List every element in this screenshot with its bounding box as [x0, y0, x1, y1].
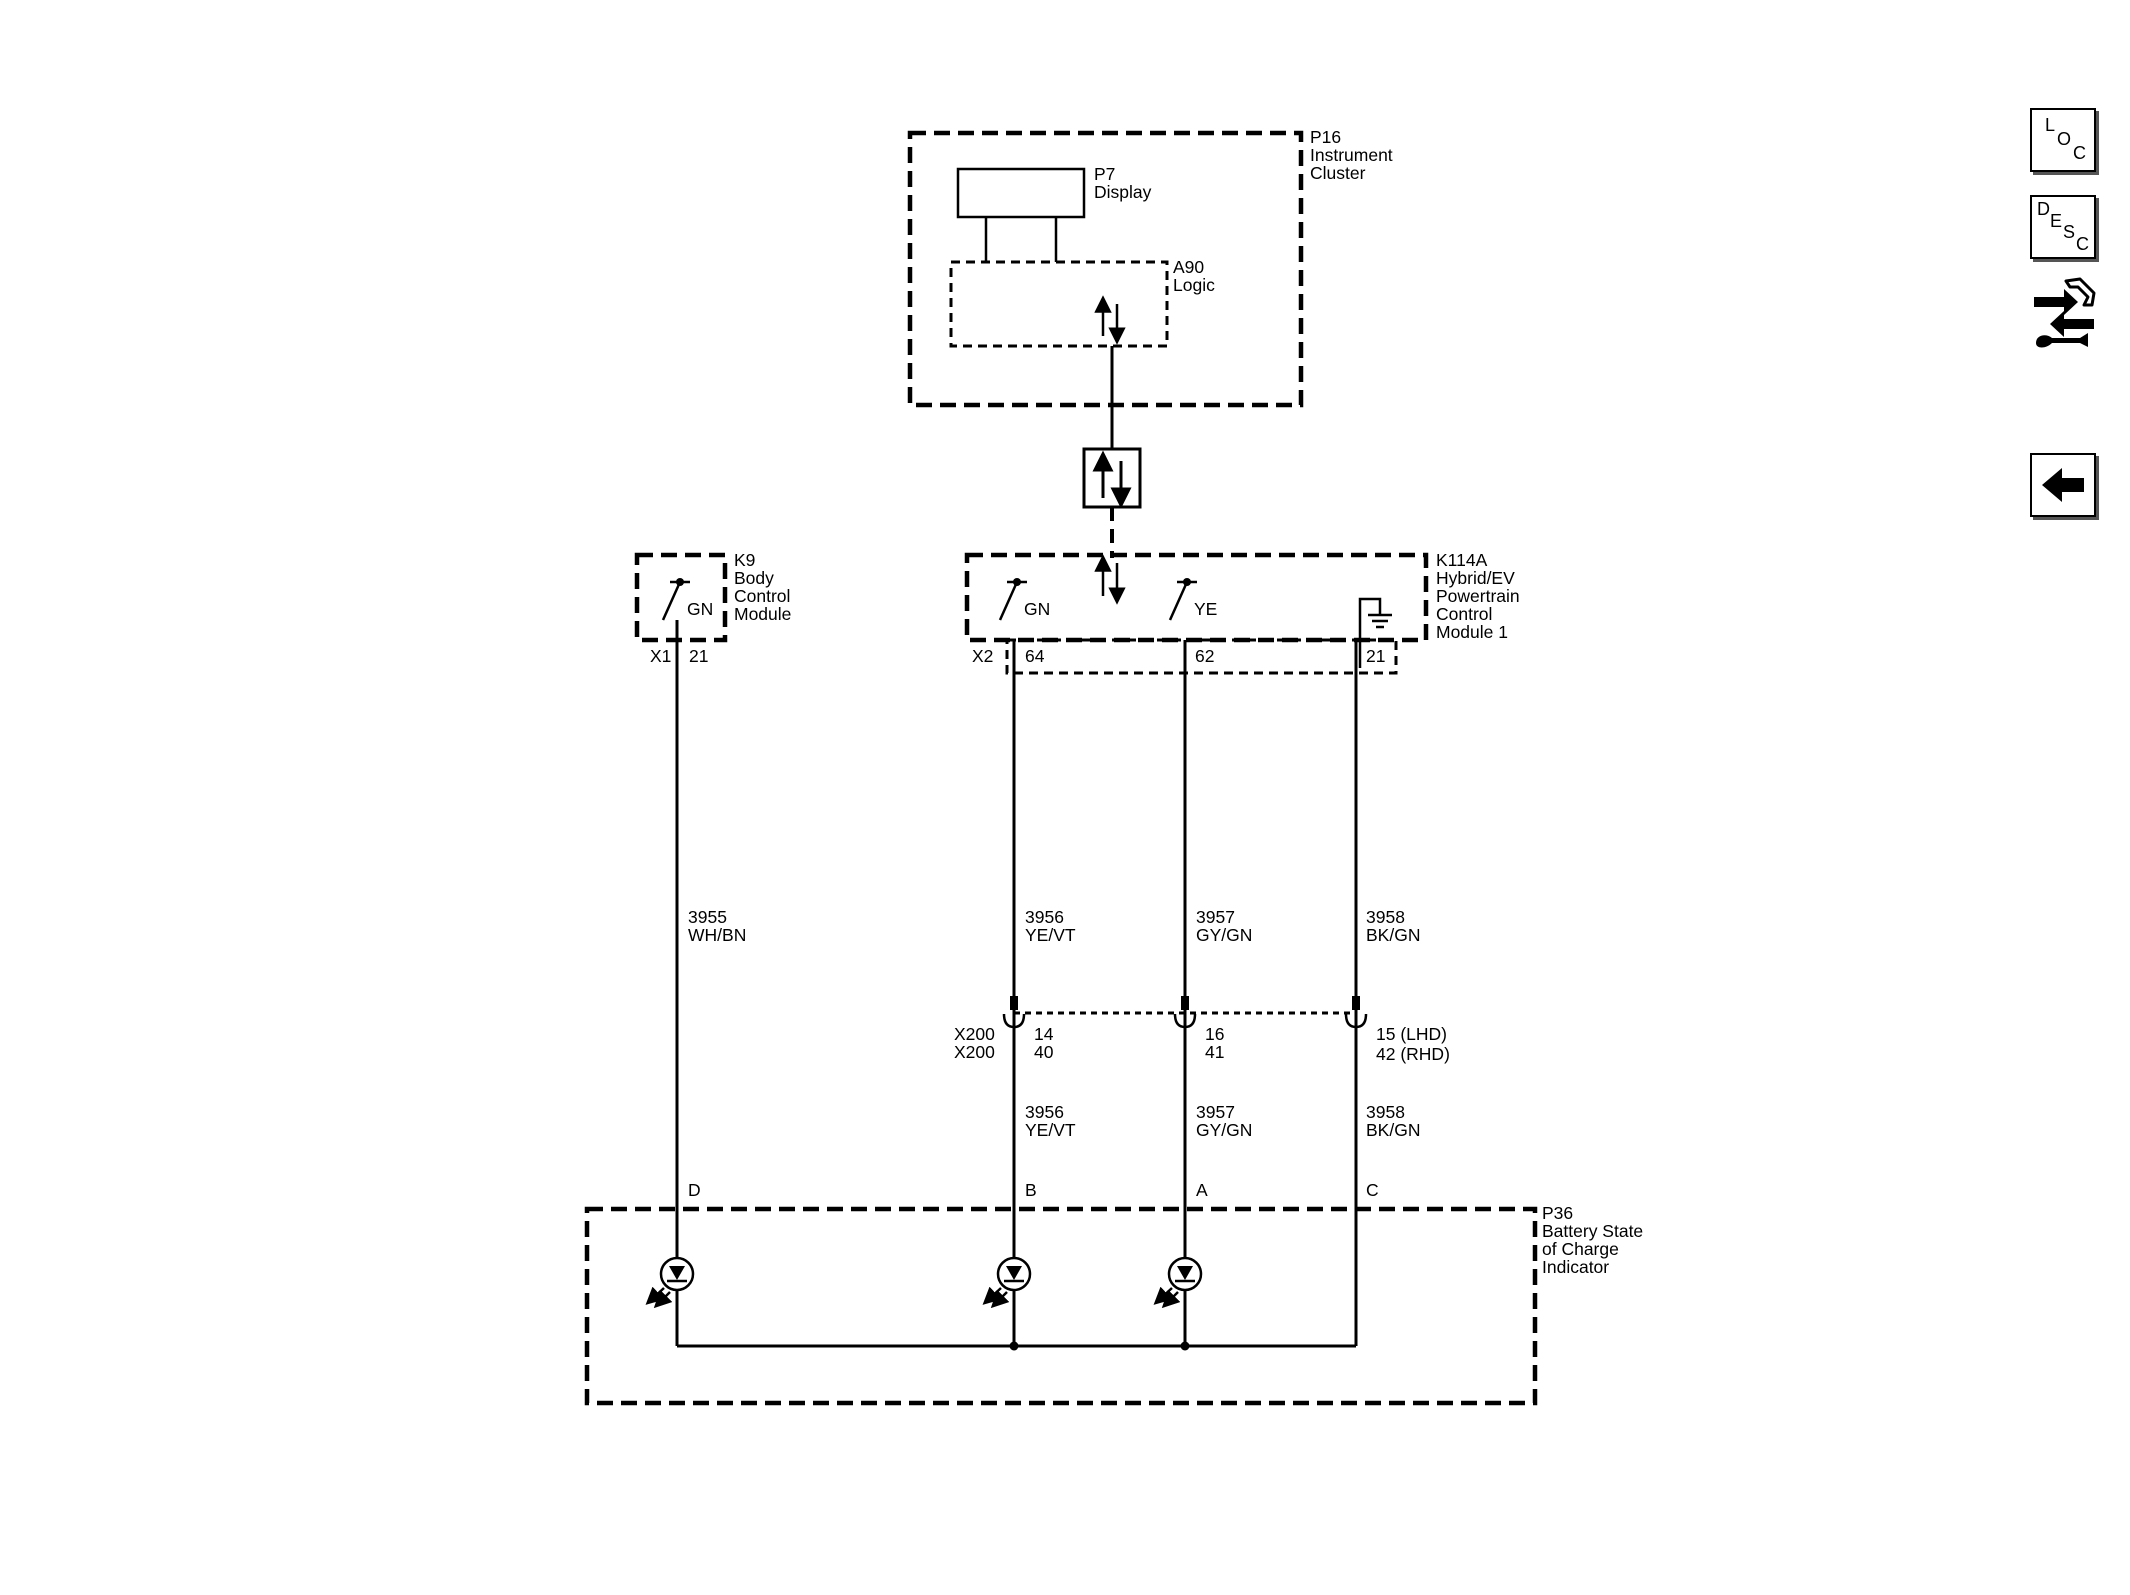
desc-button[interactable]: D E S C — [2030, 195, 2096, 259]
circuit-color: BK/GN — [1366, 1120, 1420, 1140]
back-arrow-icon — [2042, 468, 2084, 502]
circuit-color: YE/VT — [1025, 1120, 1076, 1140]
a90-label-line: Logic — [1173, 275, 1215, 295]
p36-pin-label: C — [1366, 1180, 1379, 1200]
circuit-number: 3956 — [1025, 907, 1064, 927]
p36-label-line: Battery State — [1542, 1221, 1643, 1241]
x200-pin-label: 15 (LHD) — [1376, 1024, 1447, 1044]
p7-display-box — [956, 167, 1086, 219]
loc-button-letter: L — [2045, 115, 2056, 135]
circuit-number: 3956 — [1025, 1102, 1064, 1122]
x200-pin-label: 16 — [1205, 1024, 1224, 1044]
circuit-color: YE/VT — [1025, 925, 1076, 945]
swap-arrows-wrench-icon — [2034, 277, 2096, 348]
x200-pin-symbol — [1344, 996, 1368, 1029]
desc-button-letter: S — [2063, 222, 2076, 242]
serial-data-arrows-icon — [1092, 450, 1132, 509]
k114a-connector-label: X2 — [972, 646, 993, 666]
x200-pin-label: 40 — [1034, 1042, 1054, 1062]
circuit-number: 3957 — [1196, 907, 1235, 927]
k114a-x2-connector-box — [1005, 638, 1398, 675]
circuit-color: WH/BN — [688, 925, 746, 945]
x200-pin-symbol — [1002, 996, 1026, 1029]
k114a-switch-gn-symbol: GN — [998, 578, 1050, 621]
x200-pin-symbol — [1173, 996, 1197, 1029]
k114a-pin-label: 21 — [1366, 646, 1385, 666]
k9-label-line: Control — [734, 586, 790, 606]
p36-pin-label: D — [688, 1180, 701, 1200]
k114a-switch-gn-label: GN — [1024, 599, 1050, 619]
desc-button-letter: E — [2050, 211, 2063, 231]
k9-label: K9 Body Control Module — [734, 550, 791, 624]
p16-label-line: Instrument — [1310, 145, 1393, 165]
serial-data-symbol-box — [1082, 447, 1142, 509]
led-icon — [645, 1256, 695, 1309]
circuit-number: 3958 — [1366, 907, 1405, 927]
a90-label-line: A90 — [1173, 257, 1204, 277]
splice-dot — [1180, 1341, 1190, 1351]
serial-data-arrows-icon — [1094, 554, 1126, 605]
k114a-label-line: Powertrain — [1436, 586, 1520, 606]
k114a-pin-label: 64 — [1025, 646, 1045, 666]
back-button[interactable] — [2030, 453, 2096, 517]
p16-label-line: P16 — [1310, 127, 1341, 147]
x200-pin-label: 42 (RHD) — [1376, 1044, 1450, 1064]
p36-label-line: Indicator — [1542, 1257, 1609, 1277]
k114a-switch-ye-symbol: YE — [1168, 578, 1217, 621]
k114a-pin-label: 62 — [1195, 646, 1214, 666]
circuit-number: 3957 — [1196, 1102, 1235, 1122]
k9-label-line: K9 — [734, 550, 755, 570]
loc-button-letter: C — [2073, 143, 2086, 163]
x200-connector-label: X200 — [954, 1024, 995, 1044]
p36-pin-label: B — [1025, 1180, 1037, 1200]
loc-button-letter: O — [2057, 129, 2072, 149]
circuit-color: BK/GN — [1366, 925, 1420, 945]
k9-switch-symbol: GN — [661, 578, 713, 621]
a90-logic-box — [949, 260, 1169, 348]
a90-label: A90 Logic — [1173, 257, 1215, 295]
desc-button-letter: D — [2037, 199, 2050, 219]
x200-pin-label: 14 — [1034, 1024, 1054, 1044]
x200-pin-label: 41 — [1205, 1042, 1224, 1062]
k114a-label-line: Module 1 — [1436, 622, 1508, 642]
desc-button-letter: C — [2076, 234, 2089, 254]
led-icon — [1153, 1256, 1203, 1309]
p16-instrument-cluster-box — [907, 130, 1304, 408]
splice-dot — [1009, 1341, 1019, 1351]
k9-connector-label: X1 — [650, 646, 671, 666]
k114a-label-line: Hybrid/EV — [1436, 568, 1515, 588]
p7-label-line: Display — [1094, 182, 1152, 202]
p36-label: P36 Battery State of Charge Indicator — [1542, 1203, 1643, 1277]
k9-pin-label: 21 — [689, 646, 708, 666]
p36-pin-label: A — [1196, 1180, 1208, 1200]
ground-icon — [1358, 597, 1392, 668]
k114a-label: K114A Hybrid/EV Powertrain Control Modul… — [1436, 550, 1520, 642]
k9-label-line: Body — [734, 568, 774, 588]
p36-label-line: P36 — [1542, 1203, 1573, 1223]
p7-label: P7 Display — [1094, 164, 1152, 202]
k9-switch-label: GN — [687, 599, 713, 619]
p16-label-line: Cluster — [1310, 163, 1366, 183]
circuit-number: 3958 — [1366, 1102, 1405, 1122]
p36-battery-indicator-box — [584, 1206, 1538, 1406]
circuit-color: GY/GN — [1196, 1120, 1252, 1140]
k9-body-control-module-box — [634, 552, 728, 643]
loc-button[interactable]: L O C — [2030, 108, 2096, 172]
swap-arrows-wrench-button[interactable] — [2030, 275, 2098, 351]
led-icon — [982, 1256, 1032, 1309]
p16-label: P16 Instrument Cluster — [1310, 127, 1393, 183]
circuit-color: GY/GN — [1196, 925, 1252, 945]
k114a-module-box — [964, 552, 1429, 643]
k114a-label-line: K114A — [1436, 550, 1488, 570]
k114a-label-line: Control — [1436, 604, 1492, 624]
k9-label-line: Module — [734, 604, 791, 624]
p7-label-line: P7 — [1094, 164, 1115, 184]
x200-connector-label: X200 — [954, 1042, 995, 1062]
p36-label-line: of Charge — [1542, 1239, 1619, 1259]
circuit-number: 3955 — [688, 907, 727, 927]
serial-data-arrows-icon — [1094, 295, 1126, 345]
k114a-switch-ye-label: YE — [1194, 599, 1217, 619]
